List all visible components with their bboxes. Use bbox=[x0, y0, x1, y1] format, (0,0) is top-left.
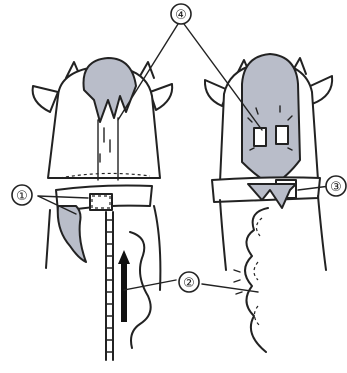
back-snap-right bbox=[276, 126, 288, 144]
back-hem-ticks bbox=[234, 270, 242, 294]
back-view-figure bbox=[205, 54, 332, 352]
left-ear-a bbox=[33, 86, 58, 112]
leader-2a bbox=[124, 280, 176, 290]
callout-2: ② bbox=[179, 272, 199, 292]
front-hood-horn-right bbox=[140, 62, 154, 78]
callout-3: ③ bbox=[326, 176, 346, 196]
back-body-outline bbox=[220, 196, 326, 270]
front-zipper bbox=[106, 212, 113, 360]
front-zipper-teeth bbox=[106, 220, 113, 352]
back-hem-stitch bbox=[254, 218, 262, 326]
front-view-figure bbox=[33, 58, 173, 360]
callout-4: ④ bbox=[171, 4, 191, 24]
pull-up-arrow bbox=[118, 250, 130, 322]
front-wavy-hem bbox=[130, 232, 151, 348]
callout-1: ① bbox=[12, 185, 32, 205]
callout-1-label: ① bbox=[16, 189, 28, 204]
back-snap-left bbox=[254, 128, 266, 146]
callout-4-label: ④ bbox=[175, 8, 187, 23]
front-tail bbox=[58, 206, 86, 262]
callout-2-label: ② bbox=[183, 276, 195, 291]
callout-3-label: ③ bbox=[330, 180, 342, 195]
